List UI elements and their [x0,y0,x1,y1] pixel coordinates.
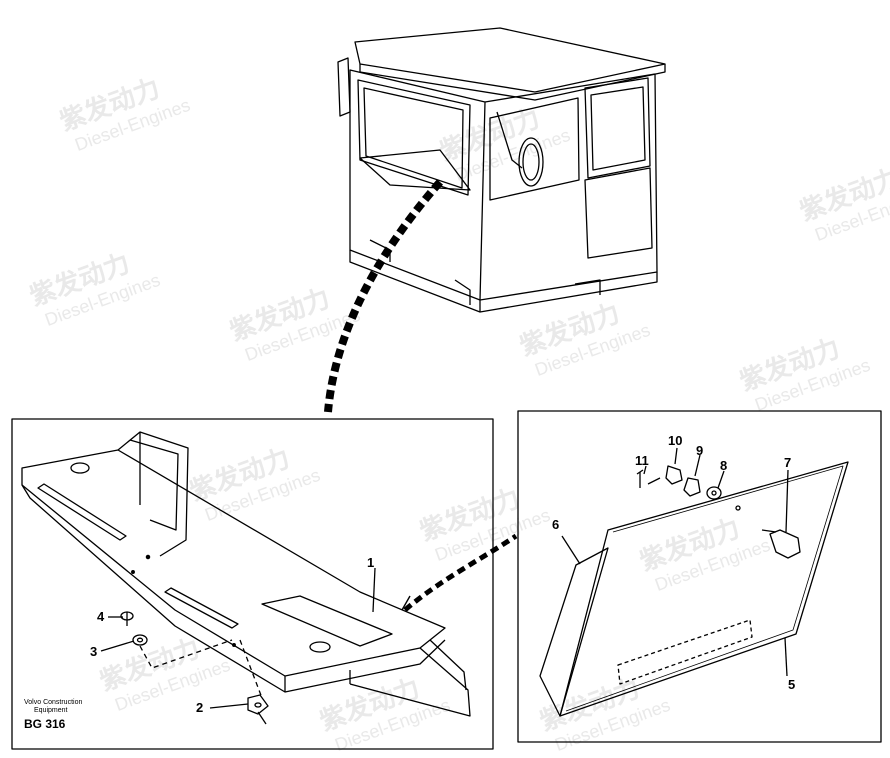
publisher-name-line1: Volvo Construction [24,699,83,706]
callout-9: 9 [696,443,704,458]
figure-code: BG 316 [24,717,66,731]
knob-part-7 [761,529,801,559]
assembly-line [239,639,263,699]
callout-10: 10 [668,433,683,448]
callout-6: 6 [552,517,560,532]
callout-8: 8 [720,458,728,473]
glass-panel-drawing [539,461,849,717]
bolt-part-4 [120,611,134,626]
publisher-caption: Volvo Construction Equipment BG 316 [24,699,82,731]
spacer-part-9 [683,477,701,497]
washer-part-3 [132,634,148,646]
callout-7: 7 [784,455,792,470]
callout-1: 1 [367,555,375,570]
callout-3: 3 [90,644,98,659]
detail-frame-right [517,410,882,743]
callout-5: 5 [788,677,796,692]
pin-part-11 [636,469,661,488]
cab-overview-drawing [337,27,666,313]
callout-4: 4 [97,609,105,624]
spacer-part-10 [665,465,683,485]
nut-part-2 [247,694,269,725]
assembly-line [139,639,233,669]
detail-frame-left [11,418,494,750]
callout-11: 11 [635,453,649,468]
spacer-part-8 [706,486,722,500]
floor-plate-drawing [21,431,471,717]
callout-connectors [324,179,518,612]
publisher-name-line2: Equipment [34,707,68,714]
callout-2: 2 [196,700,204,715]
